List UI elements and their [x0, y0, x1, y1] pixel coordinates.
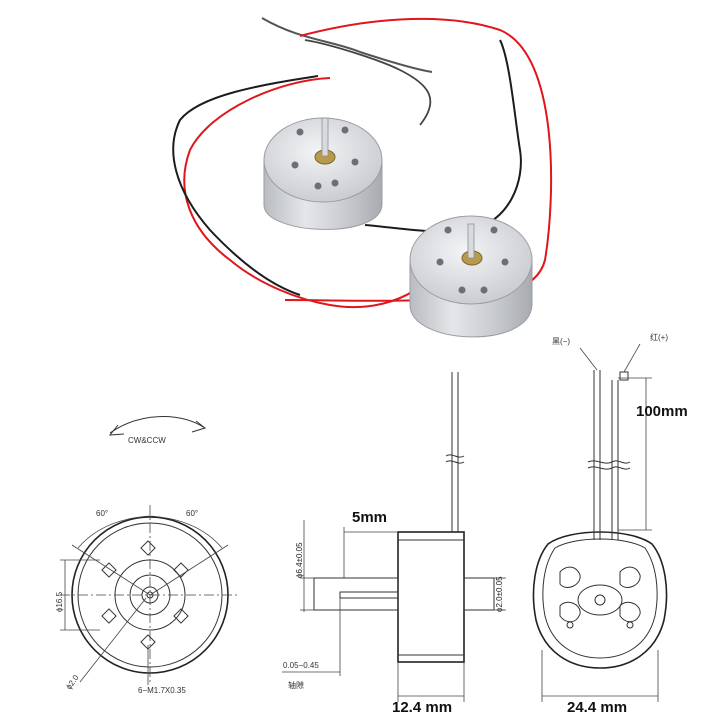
back-view: 黑(−) 红(+) 100mm 24.4 mm [532, 332, 688, 716]
motor-photo-2 [409, 215, 533, 338]
length-12-label: 12.4 mm [392, 699, 452, 716]
lead-pos-label: 红(+) [650, 332, 668, 342]
shaft-pin-label: ϕ2.0±0.05 [495, 576, 504, 612]
shaft-icon [321, 117, 329, 157]
wire-red-top [284, 17, 553, 302]
lead-neg-label: 黑(−) [552, 337, 570, 346]
wire-black-top [304, 39, 432, 126]
length-5-label: 5mm [352, 509, 387, 526]
gap-note-label: 轴隙 [288, 680, 304, 690]
front-view: CW&CCW 60° 60° ϕ16.5 [55, 416, 240, 695]
shaft-icon [467, 223, 475, 259]
wire-black-2 [172, 75, 319, 296]
gap-label: 0.05−0.45 [283, 661, 319, 670]
diameter-small-label: ϕ2.0 [64, 673, 81, 691]
angle-left-label: 60° [96, 509, 108, 518]
diameter-body-label: ϕ16.5 [55, 591, 64, 612]
wire-red-2 [183, 77, 416, 309]
length-100-label: 100mm [636, 403, 688, 420]
motor-photo-1 [263, 117, 383, 230]
screw-holes-label: 6−M1.7X0.35 [138, 686, 186, 695]
side-view: 5mm ϕ6.4±0.05 ϕ2.0±0.05 0.05−0.45 轴隙 12.… [282, 372, 506, 716]
wires [172, 17, 553, 309]
wire-black-3 [364, 39, 522, 233]
angle-right-label: 60° [186, 509, 198, 518]
wire-black-1 [261, 17, 433, 73]
shaft-dia-label: ϕ6.4±0.05 [295, 542, 304, 578]
rotation-label: CW&CCW [128, 436, 166, 445]
diameter-24-label: 24.4 mm [567, 699, 627, 716]
